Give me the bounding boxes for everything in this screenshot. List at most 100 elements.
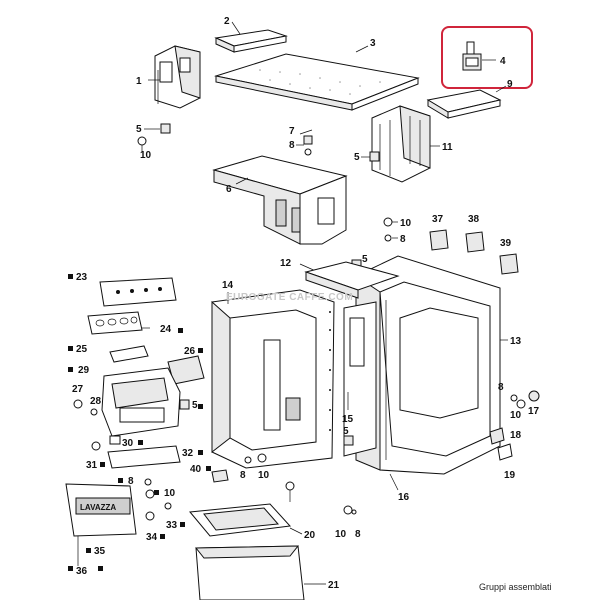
part-6-boiler-unit[interactable] [212, 155, 348, 245]
label-7: 7 [289, 126, 295, 137]
label-8a: 8 [289, 140, 295, 151]
label-8f: 8 [355, 529, 361, 540]
part-28-washer[interactable] [90, 408, 98, 416]
part-9-screw-bc[interactable] [285, 481, 295, 491]
part-19-tab[interactable] [497, 443, 513, 461]
label-15: 15 [342, 414, 354, 425]
caption: Gruppi assemblati [479, 582, 552, 592]
highlight-box [441, 26, 533, 89]
part-23-panel[interactable] [99, 277, 177, 307]
part-27-screw[interactable] [73, 399, 83, 409]
label-5e: 5 [192, 400, 198, 411]
label-12: 12 [280, 258, 292, 269]
part-34-screw[interactable] [145, 511, 155, 521]
label-34: 34 [146, 532, 158, 543]
label-27: 27 [72, 384, 84, 395]
part-5-nut-left[interactable] [160, 123, 171, 134]
watermark: EUROGATE CAFFE.COM [226, 292, 353, 303]
label-4: 4 [500, 56, 506, 67]
part-39-sheet[interactable] [499, 253, 519, 275]
part-2-lid[interactable] [214, 29, 288, 53]
part-35-logo-panel[interactable]: LAVAZZA [65, 483, 137, 537]
part-30-pin[interactable] [109, 435, 121, 445]
part-11-housing[interactable] [371, 105, 431, 183]
label-36: 36 [76, 566, 88, 577]
part-8-washer-r2[interactable] [510, 394, 518, 402]
label-11: 11 [442, 142, 453, 153]
part-32-tray-front[interactable] [107, 445, 181, 469]
label-24: 24 [160, 324, 172, 335]
part-8-washer[interactable] [304, 148, 312, 156]
label-16: 16 [398, 492, 410, 503]
part-10-screw-ll[interactable] [145, 489, 155, 499]
label-10a: 10 [140, 150, 152, 161]
part-4-clip[interactable] [462, 41, 482, 71]
label-21: 21 [328, 580, 340, 591]
part-29-control-unit[interactable] [101, 367, 181, 437]
label-5b: 5 [354, 152, 360, 163]
label-23: 23 [76, 272, 88, 283]
part-9-plate[interactable] [426, 89, 502, 119]
label-8e: 8 [240, 470, 246, 481]
label-6: 6 [226, 184, 232, 195]
label-10d: 10 [164, 488, 176, 499]
label-25: 25 [76, 344, 88, 355]
part-20-drip-grate[interactable] [189, 503, 292, 537]
part-21-drip-tray[interactable] [194, 545, 305, 600]
part-38-sheet[interactable] [465, 231, 485, 253]
label-13: 13 [510, 336, 522, 347]
part-18-clip[interactable] [489, 427, 505, 445]
label-9: 9 [507, 79, 513, 90]
label-3: 3 [370, 38, 376, 49]
label-14: 14 [222, 280, 234, 291]
part-8-washer-ll[interactable] [144, 478, 152, 486]
part-10-screw-r2[interactable] [516, 399, 526, 409]
label-37: 37 [432, 214, 444, 225]
label-5d: 5 [343, 426, 349, 437]
label-10f: 10 [335, 529, 347, 540]
part-5-nut-lower[interactable] [343, 435, 354, 446]
part-25-strip[interactable] [109, 345, 149, 363]
label-35: 35 [94, 546, 106, 557]
label-8c: 8 [498, 382, 504, 393]
label-10c: 10 [510, 410, 522, 421]
part-10-screw-bc[interactable] [257, 453, 267, 463]
label-26: 26 [184, 346, 196, 357]
part-8-washer-right[interactable] [384, 234, 392, 242]
label-10b: 10 [400, 218, 412, 229]
part-3-top-plate[interactable] [214, 53, 420, 111]
part-8-washer-bottom[interactable] [351, 509, 357, 515]
part-33-washer[interactable] [164, 502, 172, 510]
part-31-screw[interactable] [91, 441, 101, 451]
label-40: 40 [190, 464, 202, 475]
label-8d: 8 [128, 476, 134, 487]
label-33: 33 [166, 520, 178, 531]
part-24-keypad[interactable] [87, 311, 143, 335]
label-20: 20 [304, 530, 316, 541]
part-12-frame[interactable] [304, 261, 400, 457]
part-5-nut-mid[interactable] [369, 151, 380, 162]
part-8-washer-bc[interactable] [244, 456, 252, 464]
label-17: 17 [528, 406, 540, 417]
part-13-main-body[interactable] [355, 255, 501, 475]
part-14-front-frame[interactable] [211, 289, 335, 469]
part-17-knob[interactable] [528, 390, 540, 402]
label-19: 19 [504, 470, 516, 481]
part-40-slider[interactable] [211, 469, 229, 483]
part-10-screw-bottom[interactable] [343, 505, 353, 515]
label-39: 39 [500, 238, 512, 249]
label-29: 29 [78, 365, 90, 376]
label-8b: 8 [400, 234, 406, 245]
label-31: 31 [86, 460, 98, 471]
label-5c: 5 [362, 254, 368, 265]
part-10-screw-left[interactable] [137, 136, 147, 152]
part-7-pin[interactable] [299, 129, 313, 145]
label-18: 18 [510, 430, 522, 441]
part-37-sheet[interactable] [429, 229, 449, 251]
part-10-screw-right[interactable] [383, 217, 393, 227]
part-5-nut-left2[interactable] [179, 399, 190, 410]
label-1: 1 [136, 76, 142, 87]
part-1-bracket[interactable] [154, 45, 201, 109]
